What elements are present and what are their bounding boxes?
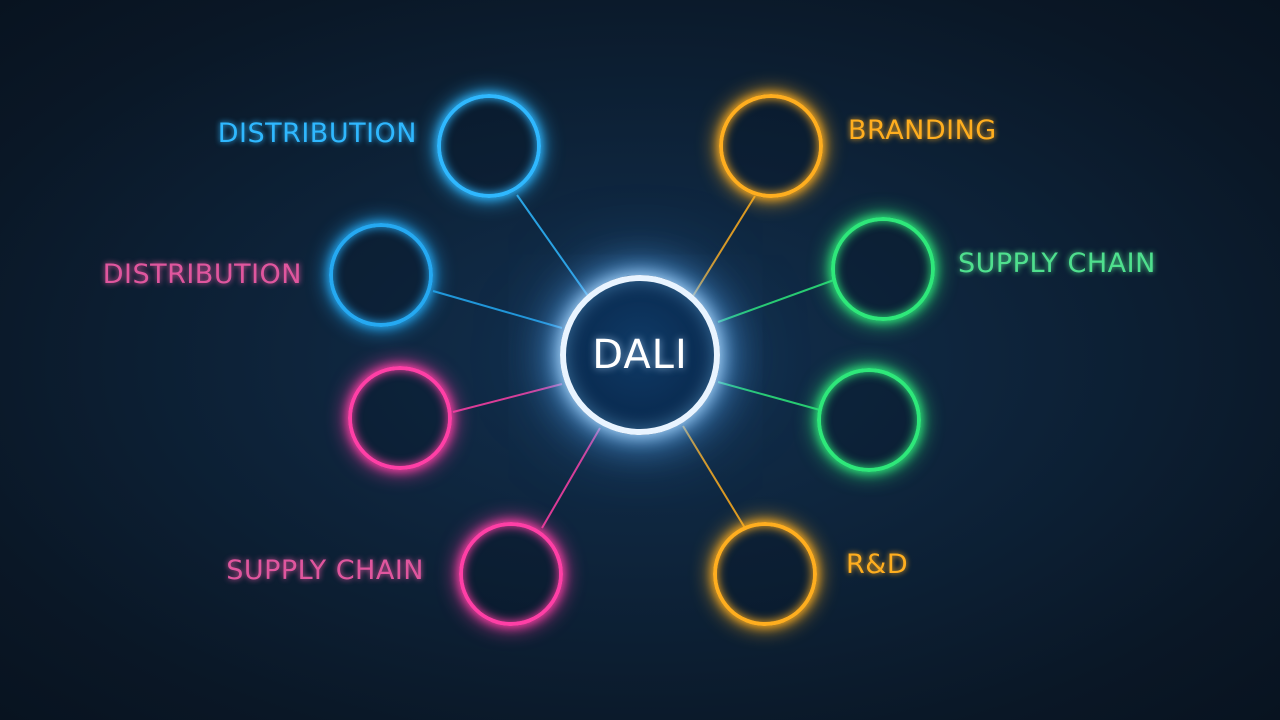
connector-right-1: [692, 195, 756, 297]
node-circle-left-4: [459, 522, 563, 626]
node-circle-left-1: [437, 94, 541, 198]
node-circle-left-2: [329, 223, 433, 327]
node-circle-left-3: [348, 366, 452, 470]
label-right-2: SUPPLY CHAIN: [958, 248, 1156, 279]
hub-label: DALI: [592, 332, 688, 378]
connector-right-2: [717, 279, 835, 323]
connector-right-3: [717, 381, 821, 411]
label-left-2: DISTRIBUTION: [102, 259, 302, 290]
connector-left-4: [541, 427, 601, 529]
label-left-1: DISTRIBUTION: [217, 118, 417, 149]
node-circle-right-1: [719, 94, 823, 198]
node-circle-right-4: [713, 522, 817, 626]
label-right-1: BRANDING: [848, 115, 997, 146]
connector-right-4: [682, 425, 746, 529]
hub-circle: DALI: [560, 275, 720, 435]
label-left-4: SUPPLY CHAIN: [226, 555, 424, 586]
node-circle-right-3: [817, 368, 921, 472]
node-circle-right-2: [831, 217, 935, 321]
connector-left-3: [452, 383, 563, 413]
connector-left-2: [432, 290, 563, 329]
connector-left-1: [516, 194, 589, 297]
label-right-4: R&D: [846, 549, 909, 580]
